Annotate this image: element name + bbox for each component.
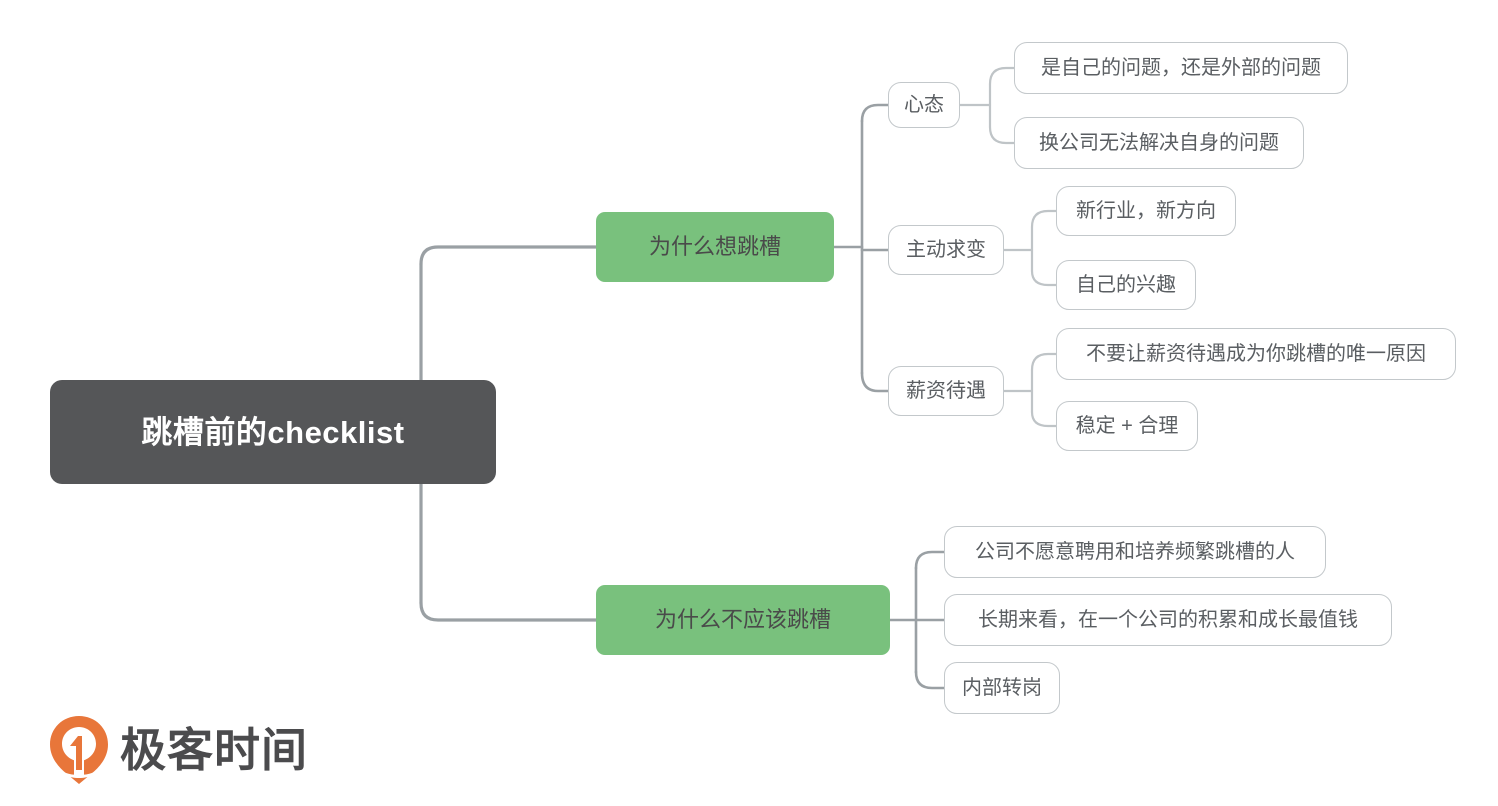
leaf-node-own-or-external[interactable]: 是自己的问题，还是外部的问题 <box>1014 42 1348 94</box>
connector-root-to-why-not <box>419 601 598 622</box>
leaf-node-change-company[interactable]: 换公司无法解决自身的问题 <box>1014 117 1304 169</box>
leaf-node-internal-transfer[interactable]: 内部转岗 <box>944 662 1060 714</box>
branch-node-label: 为什么不应该跳槽 <box>654 607 831 632</box>
leaf-node-stable-reasonable[interactable]: 稳定 + 合理 <box>1056 401 1198 451</box>
leaf-node-label: 是自己的问题，还是外部的问题 <box>1041 57 1321 79</box>
leaf-node-label: 稳定 + 合理 <box>1075 415 1179 437</box>
branch-node-why-not[interactable]: 为什么不应该跳槽 <box>596 585 890 655</box>
connector-root-to-why-want <box>419 245 598 266</box>
leaf-node-company-unwilling[interactable]: 公司不愿意聘用和培养频繁跳槽的人 <box>944 526 1326 578</box>
leaf-node-label: 内部转岗 <box>962 677 1042 699</box>
connector-to-mindset <box>860 103 890 123</box>
branch-node-why-want[interactable]: 为什么想跳槽 <box>596 212 834 282</box>
connector-why-not-leaf-3 <box>914 670 946 690</box>
leaf-node-not-only-reason[interactable]: 不要让薪资待遇成为你跳槽的唯一原因 <box>1056 328 1456 380</box>
leaf-node-label: 自己的兴趣 <box>1076 274 1176 296</box>
connector-salary-leaf-1 <box>1030 352 1058 372</box>
root-node[interactable]: 跳槽前的checklist <box>50 380 496 484</box>
leaf-node-new-industry[interactable]: 新行业，新方向 <box>1056 186 1236 236</box>
sub-node-label: 主动求变 <box>906 239 986 261</box>
leaf-node-label: 不要让薪资待遇成为你跳槽的唯一原因 <box>1086 343 1426 365</box>
sub-node-salary[interactable]: 薪资待遇 <box>888 366 1004 416</box>
leaf-node-label: 新行业，新方向 <box>1076 200 1216 222</box>
sub-node-label: 薪资待遇 <box>906 380 986 402</box>
geektime-mark-icon <box>50 716 108 784</box>
leaf-node-own-interest[interactable]: 自己的兴趣 <box>1056 260 1196 310</box>
connector-proactive-leaf-1 <box>1030 209 1058 229</box>
root-node-label: 跳槽前的checklist <box>141 414 405 450</box>
sub-node-mindset[interactable]: 心态 <box>888 82 960 128</box>
leaf-node-label: 公司不愿意聘用和培养频繁跳槽的人 <box>975 541 1295 563</box>
leaf-node-long-term-value[interactable]: 长期来看，在一个公司的积累和成长最值钱 <box>944 594 1392 646</box>
geektime-logo: 极客时间 <box>48 714 308 786</box>
connector-salary-leaf-2 <box>1030 410 1058 428</box>
leaf-node-label: 长期来看，在一个公司的积累和成长最值钱 <box>978 609 1358 631</box>
branch-node-label: 为什么想跳槽 <box>648 234 781 259</box>
connector-why-not-leaf-1 <box>914 550 946 570</box>
connector-proactive-leaf-2 <box>1030 269 1058 287</box>
leaf-node-label: 换公司无法解决自身的问题 <box>1039 132 1279 154</box>
geektime-logo-text: 极客时间 <box>120 724 308 776</box>
connector-to-salary <box>860 371 890 393</box>
connector-mindset-leaf-1 <box>988 66 1016 86</box>
sub-node-label: 心态 <box>904 94 944 116</box>
sub-node-proactive-change[interactable]: 主动求变 <box>888 225 1004 275</box>
connector-mindset-leaf-2 <box>988 125 1016 145</box>
